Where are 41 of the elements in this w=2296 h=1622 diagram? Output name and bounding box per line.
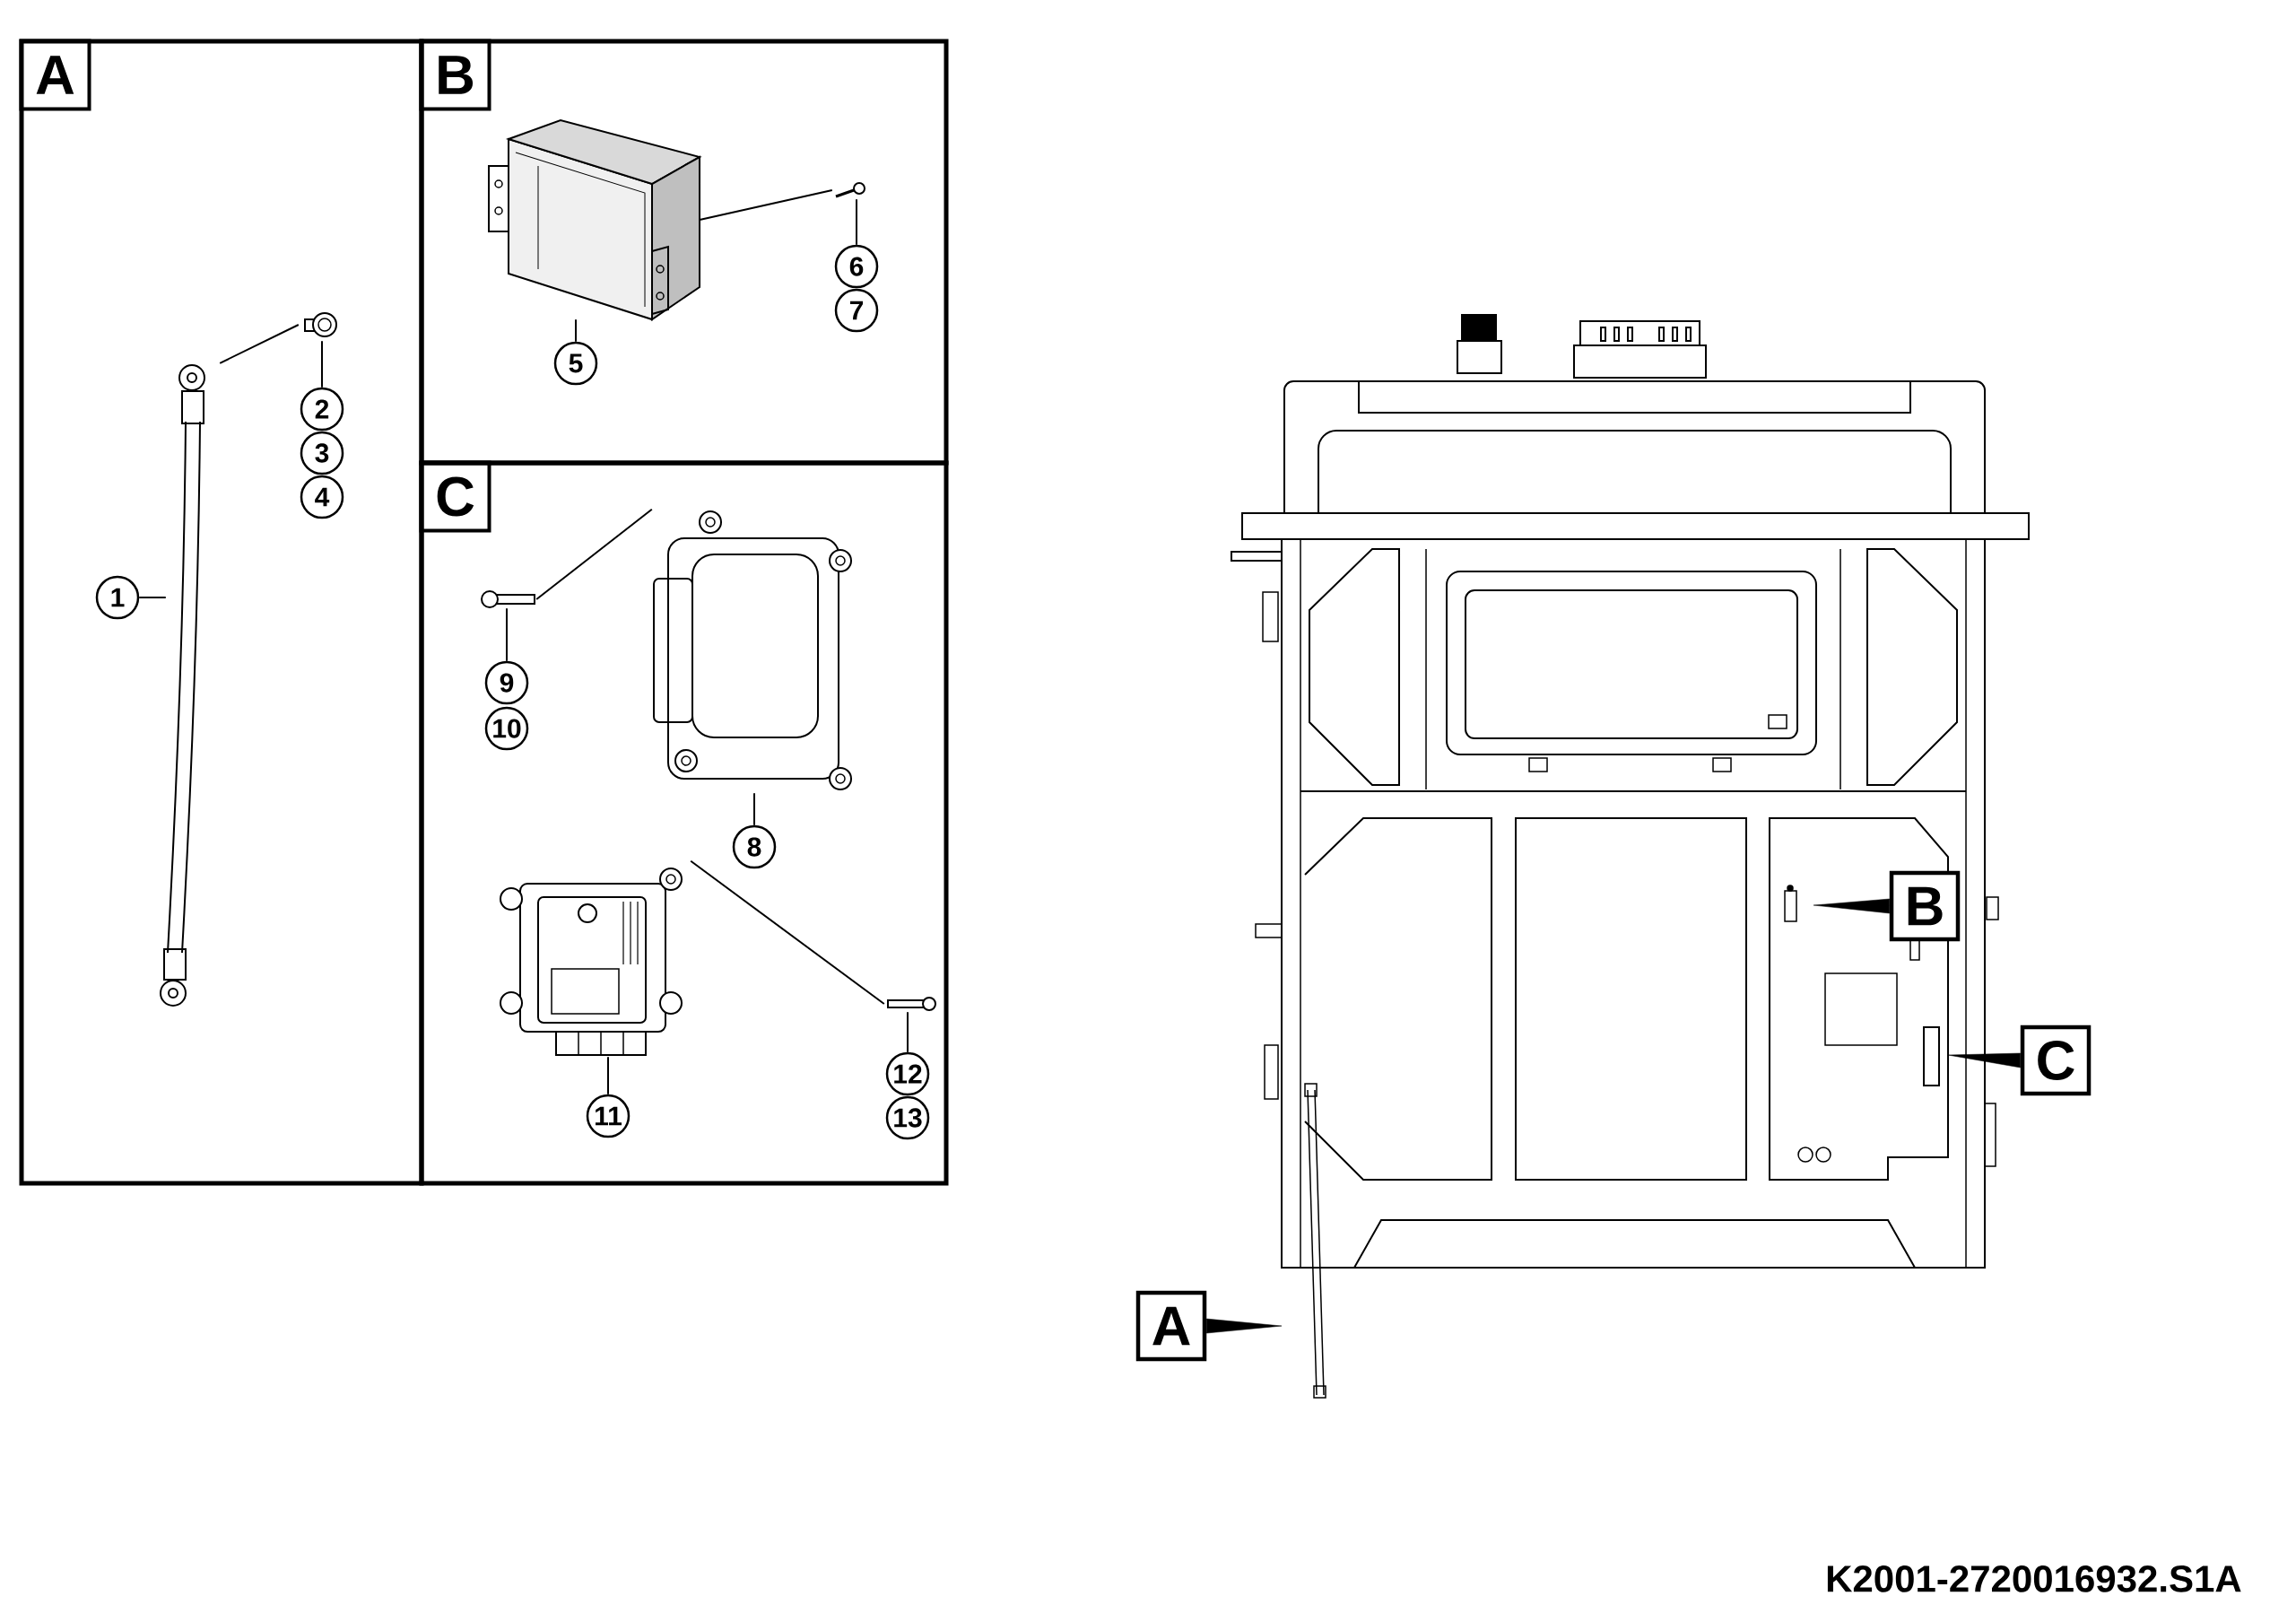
cable-drawing (160, 364, 205, 1007)
drawing-number: K2001-2720016932.S1A (1827, 1565, 2241, 1592)
view-callout-box: B (1889, 870, 1961, 942)
callout-number: 4 (300, 475, 344, 519)
view-callout-box: C (2020, 1025, 2092, 1096)
bolt-drawing (304, 312, 337, 337)
callout-number: 12 (885, 1051, 930, 1096)
leader-line (138, 597, 167, 598)
leader-line (321, 340, 323, 388)
callout-number: 2 (300, 387, 344, 432)
callout-number: 9 (484, 660, 529, 705)
callout-number: 5 (553, 341, 598, 386)
callout-number: 10 (484, 706, 529, 751)
callout-number: 1 (95, 575, 140, 620)
leader-line (575, 318, 577, 343)
leader-line (607, 1056, 609, 1095)
assembly-line (219, 324, 300, 364)
callout-number: 8 (732, 824, 777, 869)
pointer-arrow (1947, 1052, 2022, 1068)
callout-number: 3 (300, 431, 344, 475)
assembly-line (699, 189, 833, 221)
pointer-arrow (1206, 1318, 1283, 1334)
view-callout-box: A (1135, 1290, 1207, 1362)
machine-drawing (1231, 314, 2030, 1399)
control-module-drawing (500, 868, 683, 1056)
leader-line (907, 1011, 909, 1053)
screw-drawing (835, 182, 865, 198)
leader-line (506, 607, 508, 662)
control-module-drawing (653, 510, 852, 790)
callout-number: 13 (885, 1095, 930, 1140)
callout-number: 6 (834, 244, 879, 289)
callout-number: 11 (586, 1094, 631, 1138)
leader-line (753, 792, 755, 826)
control-module-drawing (488, 118, 702, 321)
callout-number: 7 (834, 288, 879, 333)
leader-line (856, 198, 857, 246)
pointer-arrow (1813, 898, 1890, 914)
assembly-line (535, 508, 653, 600)
bolt-drawing (887, 997, 936, 1011)
bolt-drawing (481, 590, 535, 608)
assembly-line (690, 859, 885, 1005)
